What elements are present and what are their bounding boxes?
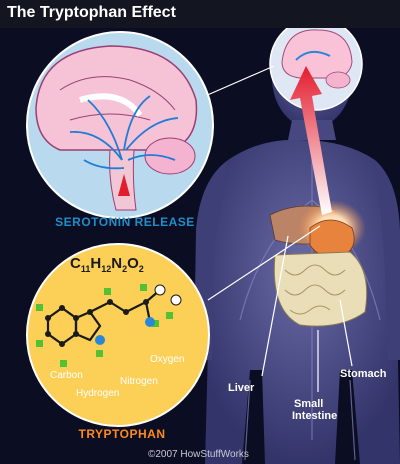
formula-o-count: 2 — [138, 264, 144, 274]
liver-label: Liver — [228, 382, 255, 394]
connector-lines — [195, 65, 353, 392]
formula-h-count: 12 — [101, 264, 112, 274]
serotonin-arrow — [290, 66, 332, 215]
formula-o: O — [127, 255, 139, 272]
page-title: The Tryptophan Effect — [7, 4, 176, 21]
title-bar: The Tryptophan Effect — [0, 0, 400, 28]
carbon-label: Carbon — [50, 370, 83, 381]
small-intestine-label-line1: Small — [294, 398, 324, 410]
copyright-text: ©2007 HowStuffWorks — [148, 449, 249, 460]
stomach-label: Stomach — [340, 368, 387, 380]
organs — [269, 200, 368, 327]
molecule-inset — [26, 243, 210, 427]
serotonin-brain-inset — [26, 31, 214, 219]
oxygen-label: Oxygen — [150, 354, 185, 365]
tryptophan-label: TRYPTOPHAN — [78, 427, 166, 441]
nitrogen-label: Nitrogen — [120, 376, 158, 387]
head-brain-inset — [269, 17, 363, 111]
formula-h: H — [90, 255, 102, 272]
intestine-shape — [273, 251, 368, 327]
hydrogen-label: Hydrogen — [76, 388, 120, 399]
small-intestine-label-line2: Intestine — [292, 410, 338, 422]
chemical-formula: C11H12N2O2 — [70, 255, 144, 274]
formula-c-count: 11 — [80, 264, 91, 274]
formula-c: C — [70, 255, 81, 272]
formula-n-count: 2 — [122, 264, 128, 274]
serotonin-release-label: SEROTONIN RELEASE — [55, 215, 195, 229]
formula-n: N — [111, 255, 123, 272]
